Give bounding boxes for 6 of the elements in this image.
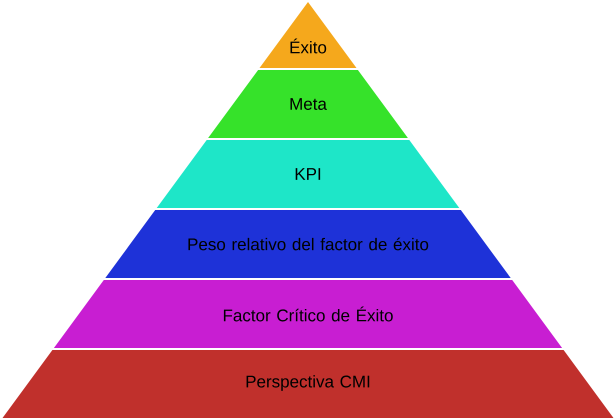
pyramid-band: Meta	[208, 70, 408, 138]
pyramid-band: Factor Crítico de Éxito	[54, 280, 562, 348]
pyramid-band: Éxito	[260, 2, 356, 68]
pyramid-band: Peso relativo del factor de éxito	[105, 210, 511, 278]
pyramid-band: KPI	[156, 140, 460, 208]
pyramid-band: Perspectiva CMI	[2, 350, 614, 418]
